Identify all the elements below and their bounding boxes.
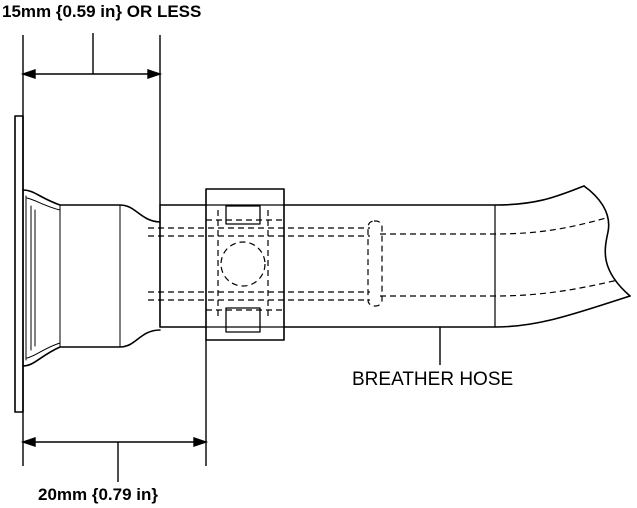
inner-pipe-hidden-lines	[148, 227, 370, 301]
clamp-bottom-tab	[225, 307, 261, 333]
top-dimension-label: 15mm {0.59 in} OR LESS	[2, 2, 202, 21]
pipe-end-bead	[367, 220, 383, 307]
top-dimension-arrow-left	[20, 69, 36, 79]
hose-clamp	[205, 188, 285, 341]
pipe-inner-contour	[25, 195, 121, 361]
hose-bore-hidden-lines	[380, 217, 619, 297]
hose-outline	[159, 185, 631, 328]
bottom-dimension-arrow-right	[193, 437, 209, 447]
hose-end	[583, 185, 631, 297]
breather-hose-label: BREATHER HOSE	[352, 369, 514, 390]
flange-plate	[14, 115, 24, 413]
top-dimension-arrow-right	[147, 69, 163, 79]
clamp-hidden-edges	[206, 210, 284, 320]
pipe-outline	[22, 189, 161, 367]
bottom-dimension-arrow-left	[20, 437, 36, 447]
clamp-hidden-circle	[220, 241, 266, 287]
bottom-dimension-label: 20mm {0.79 in}	[38, 485, 159, 504]
clamp-top-tab	[225, 205, 261, 225]
